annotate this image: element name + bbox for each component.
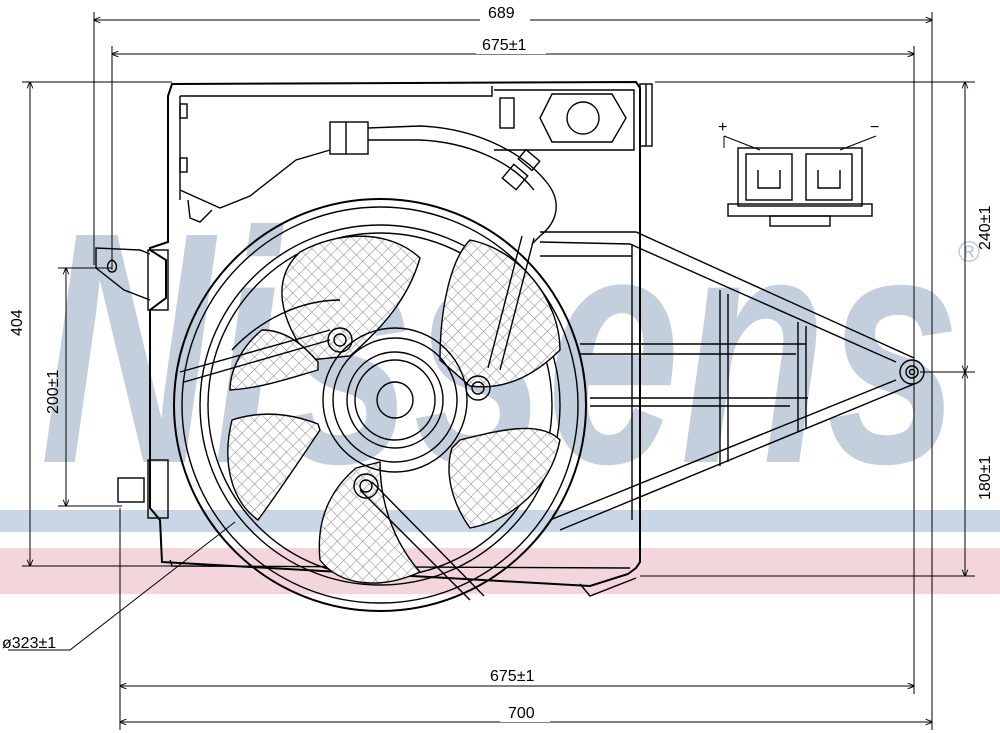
dim-bottom-inner: 675±1 [490, 668, 534, 685]
fan-blade [318, 461, 422, 584]
connector-plus-label: + [718, 119, 727, 136]
mounting-bracket [539, 231, 925, 531]
fan-blade [281, 235, 421, 361]
fan-blade [448, 427, 561, 529]
fan-blade [229, 329, 319, 391]
watermark-band-pink [0, 548, 1000, 594]
dim-right-upper: 240±1 [977, 206, 994, 250]
dim-top-inner: 675±1 [482, 37, 526, 54]
fan-blade [227, 413, 321, 521]
dim-bottom-overall: 700 [508, 705, 535, 722]
fan-rotor [173, 198, 587, 612]
watermark-band-blue [0, 510, 1000, 532]
dim-left-mount: 200±1 [45, 370, 62, 414]
dim-fan-diameter: ø323±1 [2, 635, 56, 652]
dim-top-overall: 689 [488, 5, 515, 22]
electrical-connector: + − [718, 119, 879, 227]
dim-right-lower: 180±1 [977, 456, 994, 500]
dim-left-height: 404 [9, 309, 26, 336]
fan-blade [439, 239, 561, 388]
connector-minus-label: − [870, 119, 879, 136]
dimension-lines [8, 12, 975, 730]
